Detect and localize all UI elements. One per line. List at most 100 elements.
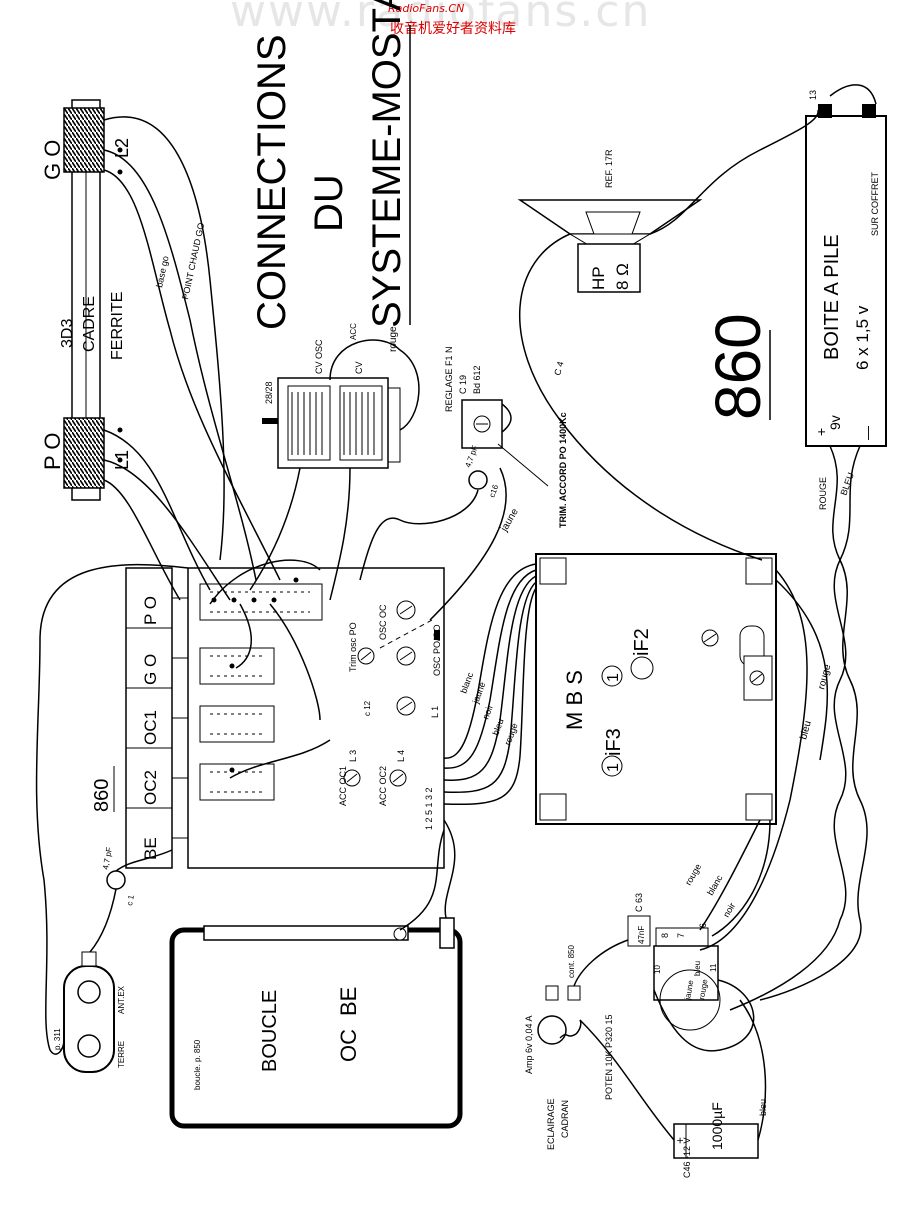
cap-plus: + <box>673 1137 687 1144</box>
title-line1: CONNECTIONS <box>250 34 294 330</box>
antenna-l2-label: L2 <box>112 138 132 158</box>
vol-lamp: Amp 6v 0,04 A <box>524 1015 534 1074</box>
trimmer-accord-label: TRIM. ACCORD PO 1400Kc <box>558 412 568 528</box>
cv-label: CV <box>354 361 364 374</box>
wire-battery-twist-b <box>729 445 861 1011</box>
battery-num: 13 <box>808 90 818 100</box>
vol-cont: cont. 850 <box>567 945 576 978</box>
sw-osc-po-go: OSC PO/GO <box>432 624 442 676</box>
wire-switch-inner-4 <box>229 739 331 779</box>
switchboard: P O G O OC1 OC2 BE OSC OC Trim osc PO <box>125 567 445 869</box>
loop-be: BE <box>336 987 361 1016</box>
c16-label: c16 <box>487 483 500 499</box>
wire-cv-2 <box>329 467 351 601</box>
vol-rouge: rouge <box>683 862 703 887</box>
trimmer-block: REGLAGE F1 N C 19 Bd 612 TRIM. ACCORD PO… <box>444 346 568 534</box>
wire-switch-inner-1 <box>209 559 321 605</box>
vol-pin8: 8 <box>660 933 670 938</box>
wire-battery-top <box>829 84 877 105</box>
antenna-go-label: G O <box>40 140 65 180</box>
cap-bleu-wire: bleu <box>758 1099 768 1116</box>
loop-oc: OC <box>336 1029 361 1062</box>
variable-capacitor: 28/28 CV OSC CV ACC rouge <box>262 323 401 469</box>
wire-mbs-to-pot <box>699 819 761 931</box>
battery-minus: — <box>859 426 875 440</box>
diagram-title: CONNECTIONS DU SYSTEME-MOSTA <box>250 0 411 330</box>
sw-trim-osc: Trim osc PO <box>348 622 358 672</box>
wiring <box>35 84 877 1141</box>
wire-hp-battery <box>649 109 819 235</box>
sw-pins: 1 2 5 1 3 2 <box>424 787 434 830</box>
sw-l3: L 3 <box>348 750 358 762</box>
key-oc1: OC1 <box>141 710 160 745</box>
watermark-site-name: RadioFans.CN <box>388 2 465 15</box>
wire-cap-bleu <box>739 999 767 1141</box>
wire-switch-loop <box>443 819 456 919</box>
trimmer-bd: Bd 612 <box>472 365 482 394</box>
mbs-board: M B S iF2 iF3 1 1 bleu rouge blanc jaune… <box>458 553 834 825</box>
antenna-type: 3D3 <box>59 319 76 348</box>
battery-volts: 9v <box>827 415 843 430</box>
ant-antex: ANT.EX <box>117 985 126 1014</box>
wire-ant-c1 <box>89 888 117 953</box>
battery-bleu: BLEU <box>838 471 855 497</box>
key-oc2: OC2 <box>141 770 160 805</box>
cap-ref: C46 -12 V <box>682 1137 692 1178</box>
wire-trim-1 <box>359 489 479 581</box>
wire-pot-lamp <box>573 939 629 987</box>
sw-l4: L 4 <box>396 750 406 762</box>
mbs-if3-num: 1 <box>605 763 622 772</box>
wire-mbs-rouge <box>775 579 829 761</box>
wire-bundle-5 <box>443 587 537 806</box>
battery-box: BOITE A PILE 6 x 1,5 v SUR COFFRET + 9v … <box>805 90 887 510</box>
wire-ant-c1-top <box>115 849 173 872</box>
vol-rouge2: rouge <box>697 978 710 1000</box>
model-big: 860 <box>702 313 774 420</box>
trimmer-c19: C 19 <box>458 375 468 394</box>
speaker-ref: REF. 17R <box>604 149 614 188</box>
mbs-title: M B S <box>562 670 587 730</box>
model-numbers: 860 860 <box>91 313 774 812</box>
ant-ref: p. 311 <box>53 1028 62 1050</box>
wire-bundle-2 <box>443 569 537 769</box>
title-line3: SYSTEME-MOSTA <box>365 0 409 328</box>
watermark: www.radiofans.cn RadioFans.CN 收音机爱好者资料库 <box>230 0 690 40</box>
wire-pot-bottom <box>653 979 755 1052</box>
antenna-cadre: CADRE <box>81 296 98 352</box>
mbs-if2: iF2 <box>631 628 653 656</box>
loop-boucle: BOUCLE OC BE boucle. p. 850 <box>169 917 463 1129</box>
coil-po <box>63 417 105 489</box>
key-be: BE <box>141 837 160 860</box>
cv-acc-label: ACC <box>349 323 358 340</box>
wire-point-chaud-label: POINT CHAUD GO <box>180 222 206 301</box>
wire-cv-loop <box>329 339 420 431</box>
solder-points <box>117 147 299 773</box>
antenna-terminal-block: 4,7 pF c 1 TERRE ANT.EX p. 311 <box>53 846 136 1073</box>
volume-section: C 63 47nF 8 7 6 10 11 rouge blanc noir b… <box>524 862 768 1178</box>
trimmer-reglage: REGLAGE F1 N <box>444 346 454 412</box>
lamp <box>537 1015 567 1045</box>
sw-osc-oc: OSC OC <box>378 604 388 640</box>
battery-title: BOITE A PILE <box>821 234 843 360</box>
vol-pin10: 10 <box>653 965 662 974</box>
sw-acc-oc1: ACC OC1 <box>338 766 348 806</box>
wire-switch-loop2 <box>399 829 445 931</box>
wire-blanc: blanc <box>458 671 475 695</box>
coil-go <box>63 107 105 173</box>
vol-jaune: jaune <box>683 979 696 1001</box>
battery-plus: + <box>813 428 829 436</box>
cv-ref: 28/28 <box>264 381 274 404</box>
wire-antenna-top <box>103 116 225 561</box>
vol-bleu: bleu <box>693 961 702 976</box>
sw-l1: L 1 <box>430 706 440 718</box>
vol-pin7: 7 <box>676 933 686 938</box>
key-go: G O <box>141 654 160 685</box>
wire-switch-inner-2 <box>235 603 252 669</box>
vol-noir: noir <box>721 901 737 919</box>
speaker: REF. 17R HP 8 Ω <box>517 149 703 293</box>
sw-acc-oc2: ACC OC2 <box>378 766 388 806</box>
wire-lamp-cap <box>579 1019 675 1141</box>
wire-bundle-4 <box>443 581 537 794</box>
wire-mbs-to-pot2 <box>711 819 771 937</box>
